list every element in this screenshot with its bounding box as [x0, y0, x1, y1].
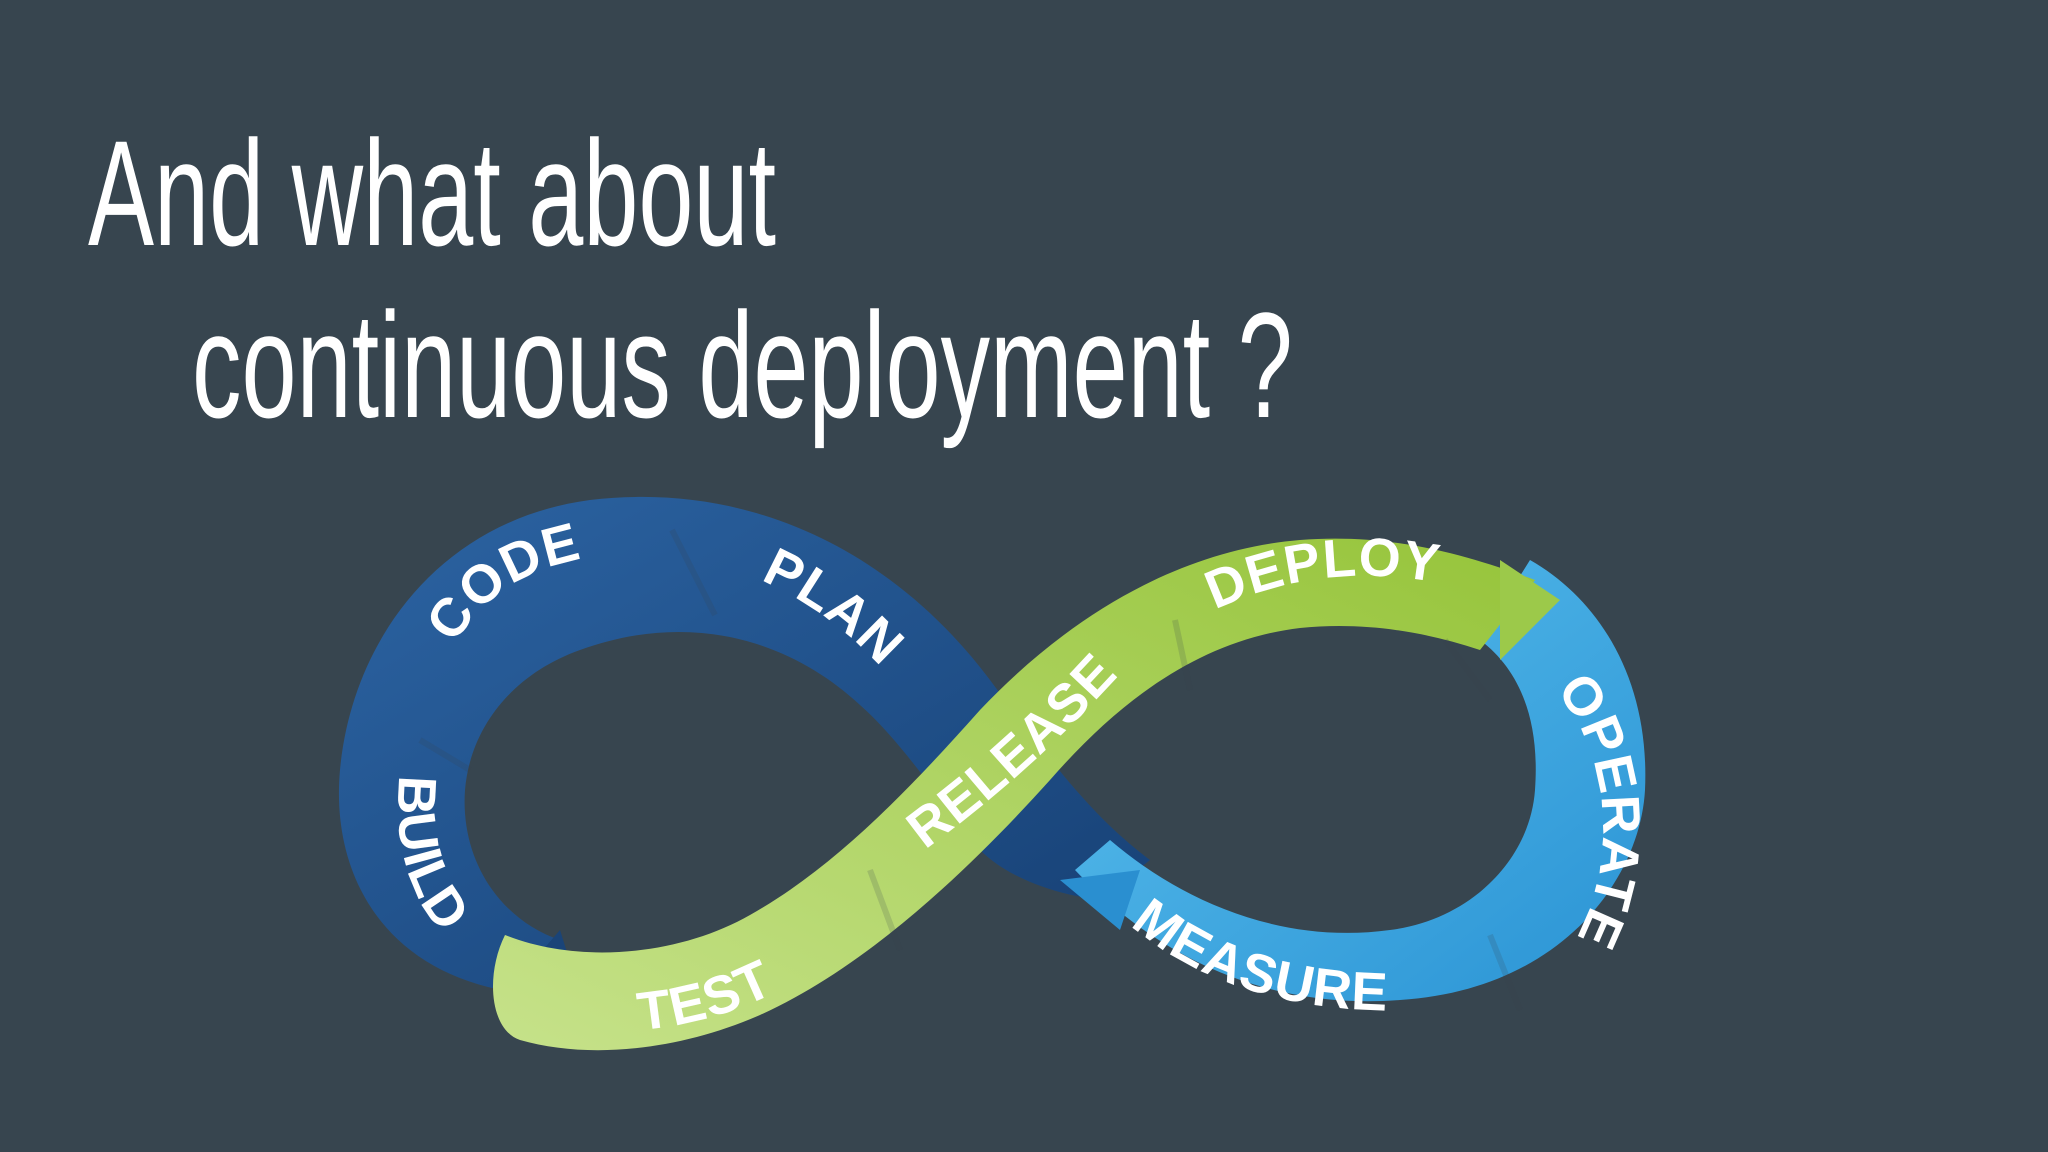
stage-band-light-blue	[1060, 560, 1646, 1002]
stage-band-green	[493, 538, 1560, 1051]
slide-title-line-1: And what about	[88, 109, 777, 277]
slide-title-line-2: continuous deployment ?	[192, 281, 1293, 449]
stage-separators	[418, 528, 1523, 1012]
